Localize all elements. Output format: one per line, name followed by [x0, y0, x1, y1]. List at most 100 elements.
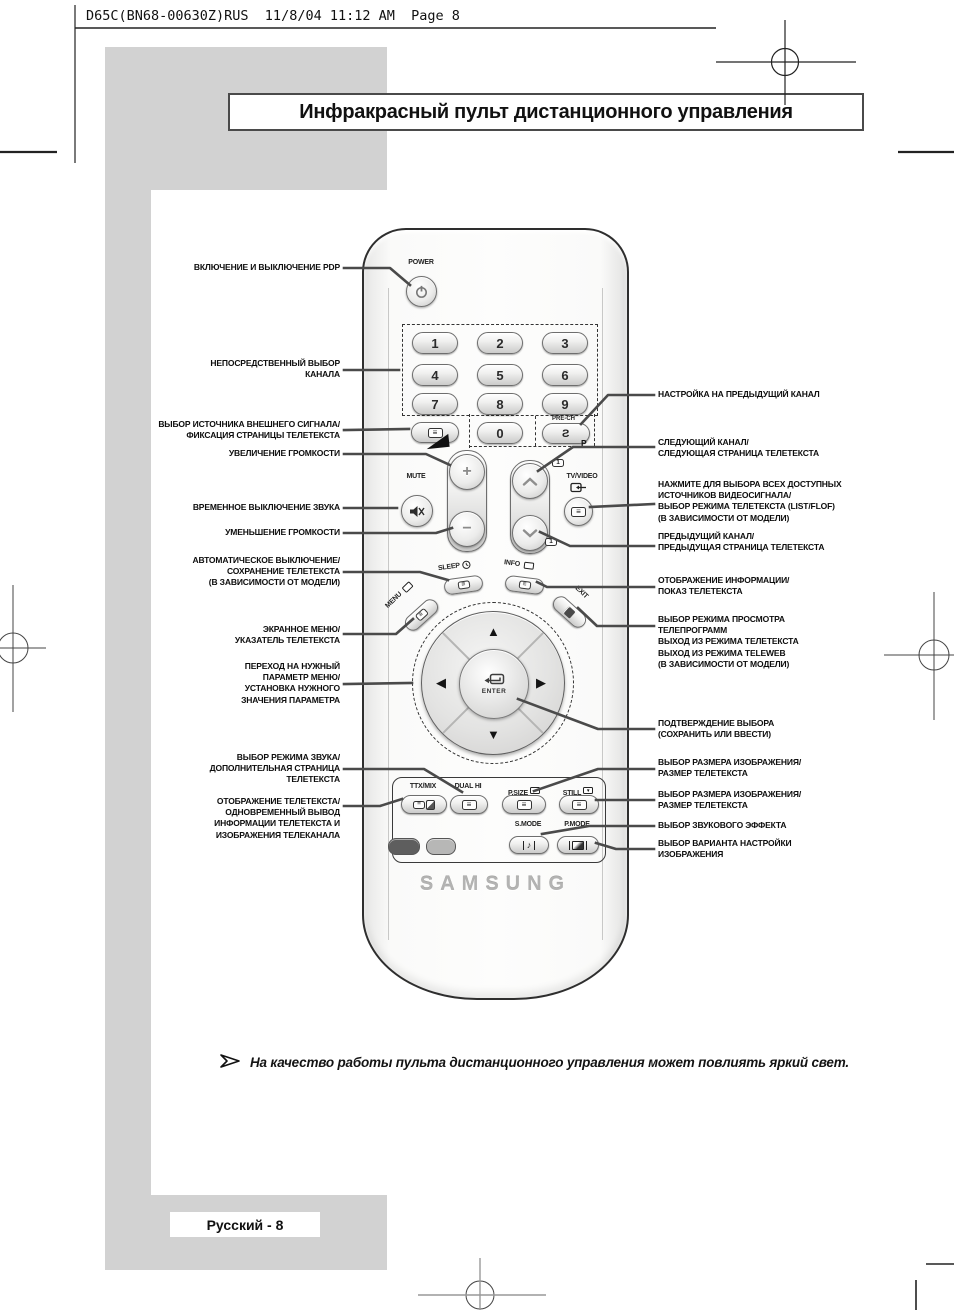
picture-size-icon: [530, 787, 541, 795]
dual-button[interactable]: ≡: [450, 795, 488, 814]
info-label-row: INFO: [504, 559, 535, 570]
gray-plate-left-strip: [105, 47, 151, 1270]
note-text: На качество работы пульта дистанционного…: [250, 1055, 849, 1070]
dpad-right-button[interactable]: ▶: [536, 675, 546, 690]
sleep-label: SLEEP: [437, 562, 461, 573]
callout-left-dual: ВЫБОР РЕЖИМА ЗВУКА/ ДОПОЛНИТЕЛЬНАЯ СТРАН…: [209, 752, 341, 785]
digit-button-3[interactable]: 3: [542, 332, 588, 354]
mute-label: MUTE: [406, 473, 426, 480]
teletext-store-icon: ≡: [457, 580, 470, 590]
channel-up-button[interactable]: [512, 463, 548, 499]
enter-button[interactable]: ENTER: [459, 649, 529, 719]
clock-icon: [462, 560, 471, 569]
dpad-up-button[interactable]: ▲: [487, 624, 500, 639]
digit-button-0[interactable]: 0: [477, 422, 523, 444]
p-channel-label: P: [581, 438, 587, 448]
digit-button-6[interactable]: 6: [542, 364, 588, 386]
callout-right-still: ВЫБОР РАЗМЕРА ИЗОБРАЖЕНИЯ/ РАЗМЕР ТЕЛЕТЕ…: [658, 789, 802, 811]
teletext-icon: ≡: [571, 506, 586, 517]
p-mode-button[interactable]: [557, 836, 599, 854]
display-icon: [523, 561, 535, 570]
callout-right-exit: ВЫБОР РЕЖИМА ПРОСМОТРА ТЕЛЕПРОГРАММ ВЫХО…: [658, 614, 799, 669]
sound-mode-icon: ♪: [522, 840, 536, 850]
teletext-size-icon: ≡: [516, 799, 532, 810]
ttx-mix-label: TTX/MIX: [409, 783, 437, 790]
picture-mode-icon: [569, 840, 587, 850]
p-size-label: P.SIZE: [507, 790, 529, 797]
note-arrow-icon: [220, 1054, 240, 1068]
callout-left-menu: ЭКРАННОЕ МЕНЮ/ УКАЗАТЕЛЬ ТЕЛЕТЕКСТА: [234, 624, 340, 646]
chevron-down-icon: [522, 528, 538, 538]
plus-icon: +: [462, 463, 472, 480]
callout-left-vol-down: УМЕНЬШЕНИЕ ГРОМКОСТИ: [225, 527, 340, 537]
info-button[interactable]: ≡: [504, 574, 545, 596]
minus-icon: −: [462, 520, 472, 537]
power-button[interactable]: [406, 276, 437, 307]
digit-button-1[interactable]: 1: [412, 332, 458, 354]
function-group: [392, 777, 606, 863]
teletext-cancel-icon: ≡: [571, 799, 587, 810]
callout-left-sleep: АВТОМАТИЧЕСКОЕ ВЫКЛЮЧЕНИЕ/ СОХРАНЕНИЕ ТЕ…: [192, 555, 340, 588]
dashed-guide: [594, 414, 595, 446]
remote-control: POWER 1 2 3 4 5 6 7 8 9 ≡ 0 PRE-CH S: [362, 228, 629, 1000]
still-button[interactable]: ≡: [559, 795, 599, 814]
s-mode-button[interactable]: ♪: [509, 836, 549, 854]
callout-right-p-mode: ВЫБОР ВАРИАНТА НАСТРОЙКИ ИЗОБРАЖЕНИЯ: [658, 838, 792, 860]
dpad-left-button[interactable]: ◀: [436, 675, 446, 690]
pre-ch-button[interactable]: S: [542, 423, 590, 444]
tv-video-icon: [570, 482, 586, 493]
callout-right-info: ОТОБРАЖЕНИЕ ИНФОРМАЦИИ/ ПОКАЗ ТЕЛЕТЕКСТА: [658, 575, 790, 597]
callout-left-source: ВЫБОР ИСТОЧНИКА ВНЕШНЕГО СИГНАЛА/ ФИКСАЦ…: [158, 419, 340, 441]
ttx-mix-button[interactable]: ≡: [401, 795, 447, 814]
p-mode-label: P.MODE: [564, 821, 590, 828]
volume-down-button[interactable]: −: [449, 511, 485, 547]
page-title: Инфракрасный пульт дистанционного управл…: [299, 100, 793, 123]
callout-right-ch-down: ПРЕДЫДУЩИЙ КАНАЛ/ ПРЕДЫДУЩАЯ СТРАНИЦА ТЕ…: [658, 531, 825, 553]
chevron-up-icon: [522, 476, 538, 486]
dpad-down-button[interactable]: ▼: [487, 727, 500, 742]
mix-icon: [426, 799, 435, 810]
dpad: ▲ ▼ ◀ ▶ ENTER: [421, 611, 565, 755]
enter-label: ENTER: [481, 688, 507, 695]
remote-ridge-left: [388, 288, 389, 940]
dashed-guide: [469, 446, 581, 447]
still-label: STILL: [562, 790, 582, 797]
page-number: Русский - 8: [206, 1216, 284, 1233]
digit-button-5[interactable]: 5: [477, 364, 523, 386]
pre-ch-label: PRE-CH: [552, 416, 576, 422]
teletext-next-page-icon: 1: [552, 459, 564, 467]
exit-label: EXIT: [573, 584, 590, 601]
sleep-button[interactable]: ≡: [443, 574, 484, 596]
index-icon: [401, 581, 414, 594]
callout-right-pre-ch: НАСТРОЙКА НА ПРЕДЫДУЩИЙ КАНАЛ: [658, 389, 820, 399]
teletext-hold-icon: ≡: [427, 427, 443, 438]
teletext-prev-page-icon: 1: [545, 538, 557, 546]
callout-right-tv-video: НАЖМИТЕ ДЛЯ ВЫБОРА ВСЕХ ДОСТУПНЫХ ИСТОЧН…: [658, 479, 842, 523]
teletext-icon: ≡: [413, 800, 425, 809]
pre-ch-icon: S: [562, 427, 570, 440]
source-ttx-hold-button[interactable]: ≡: [411, 422, 459, 443]
dual-label: DUAL HI: [454, 783, 482, 790]
tv-video-button[interactable]: ≡: [564, 497, 593, 526]
digit-button-7[interactable]: 7: [412, 393, 458, 415]
channel-down-button[interactable]: [512, 515, 548, 551]
brand-logo: SAMSUNG: [419, 873, 572, 895]
green-function-button[interactable]: [426, 838, 456, 855]
red-function-button[interactable]: [388, 838, 420, 855]
digit-button-8[interactable]: 8: [477, 393, 523, 415]
callout-left-vol-up: УВЕЛИЧЕНИЕ ГРОМКОСТИ: [228, 448, 340, 458]
callout-right-s-mode: ВЫБОР ЗВУКОВОГО ЭФФЕКТА: [658, 820, 787, 830]
callout-left-digits: НЕПОСРЕДСТВЕННЫЙ ВЫБОР КАНАЛА: [210, 358, 340, 380]
mute-button[interactable]: [401, 495, 433, 527]
p-size-button[interactable]: ≡: [502, 795, 546, 814]
power-label: POWER: [408, 259, 434, 266]
digit-button-4[interactable]: 4: [412, 364, 458, 386]
volume-up-button[interactable]: +: [449, 454, 485, 490]
teletext-subpage-icon: ≡: [461, 799, 477, 810]
callout-left-mute: ВРЕМЕННОЕ ВЫКЛЮЧЕНИЕ ЗВУКА: [192, 502, 340, 512]
exit-icon: [563, 605, 576, 619]
mute-icon: [409, 505, 425, 517]
digit-button-2[interactable]: 2: [477, 332, 523, 354]
digit-button-9[interactable]: 9: [542, 393, 588, 415]
